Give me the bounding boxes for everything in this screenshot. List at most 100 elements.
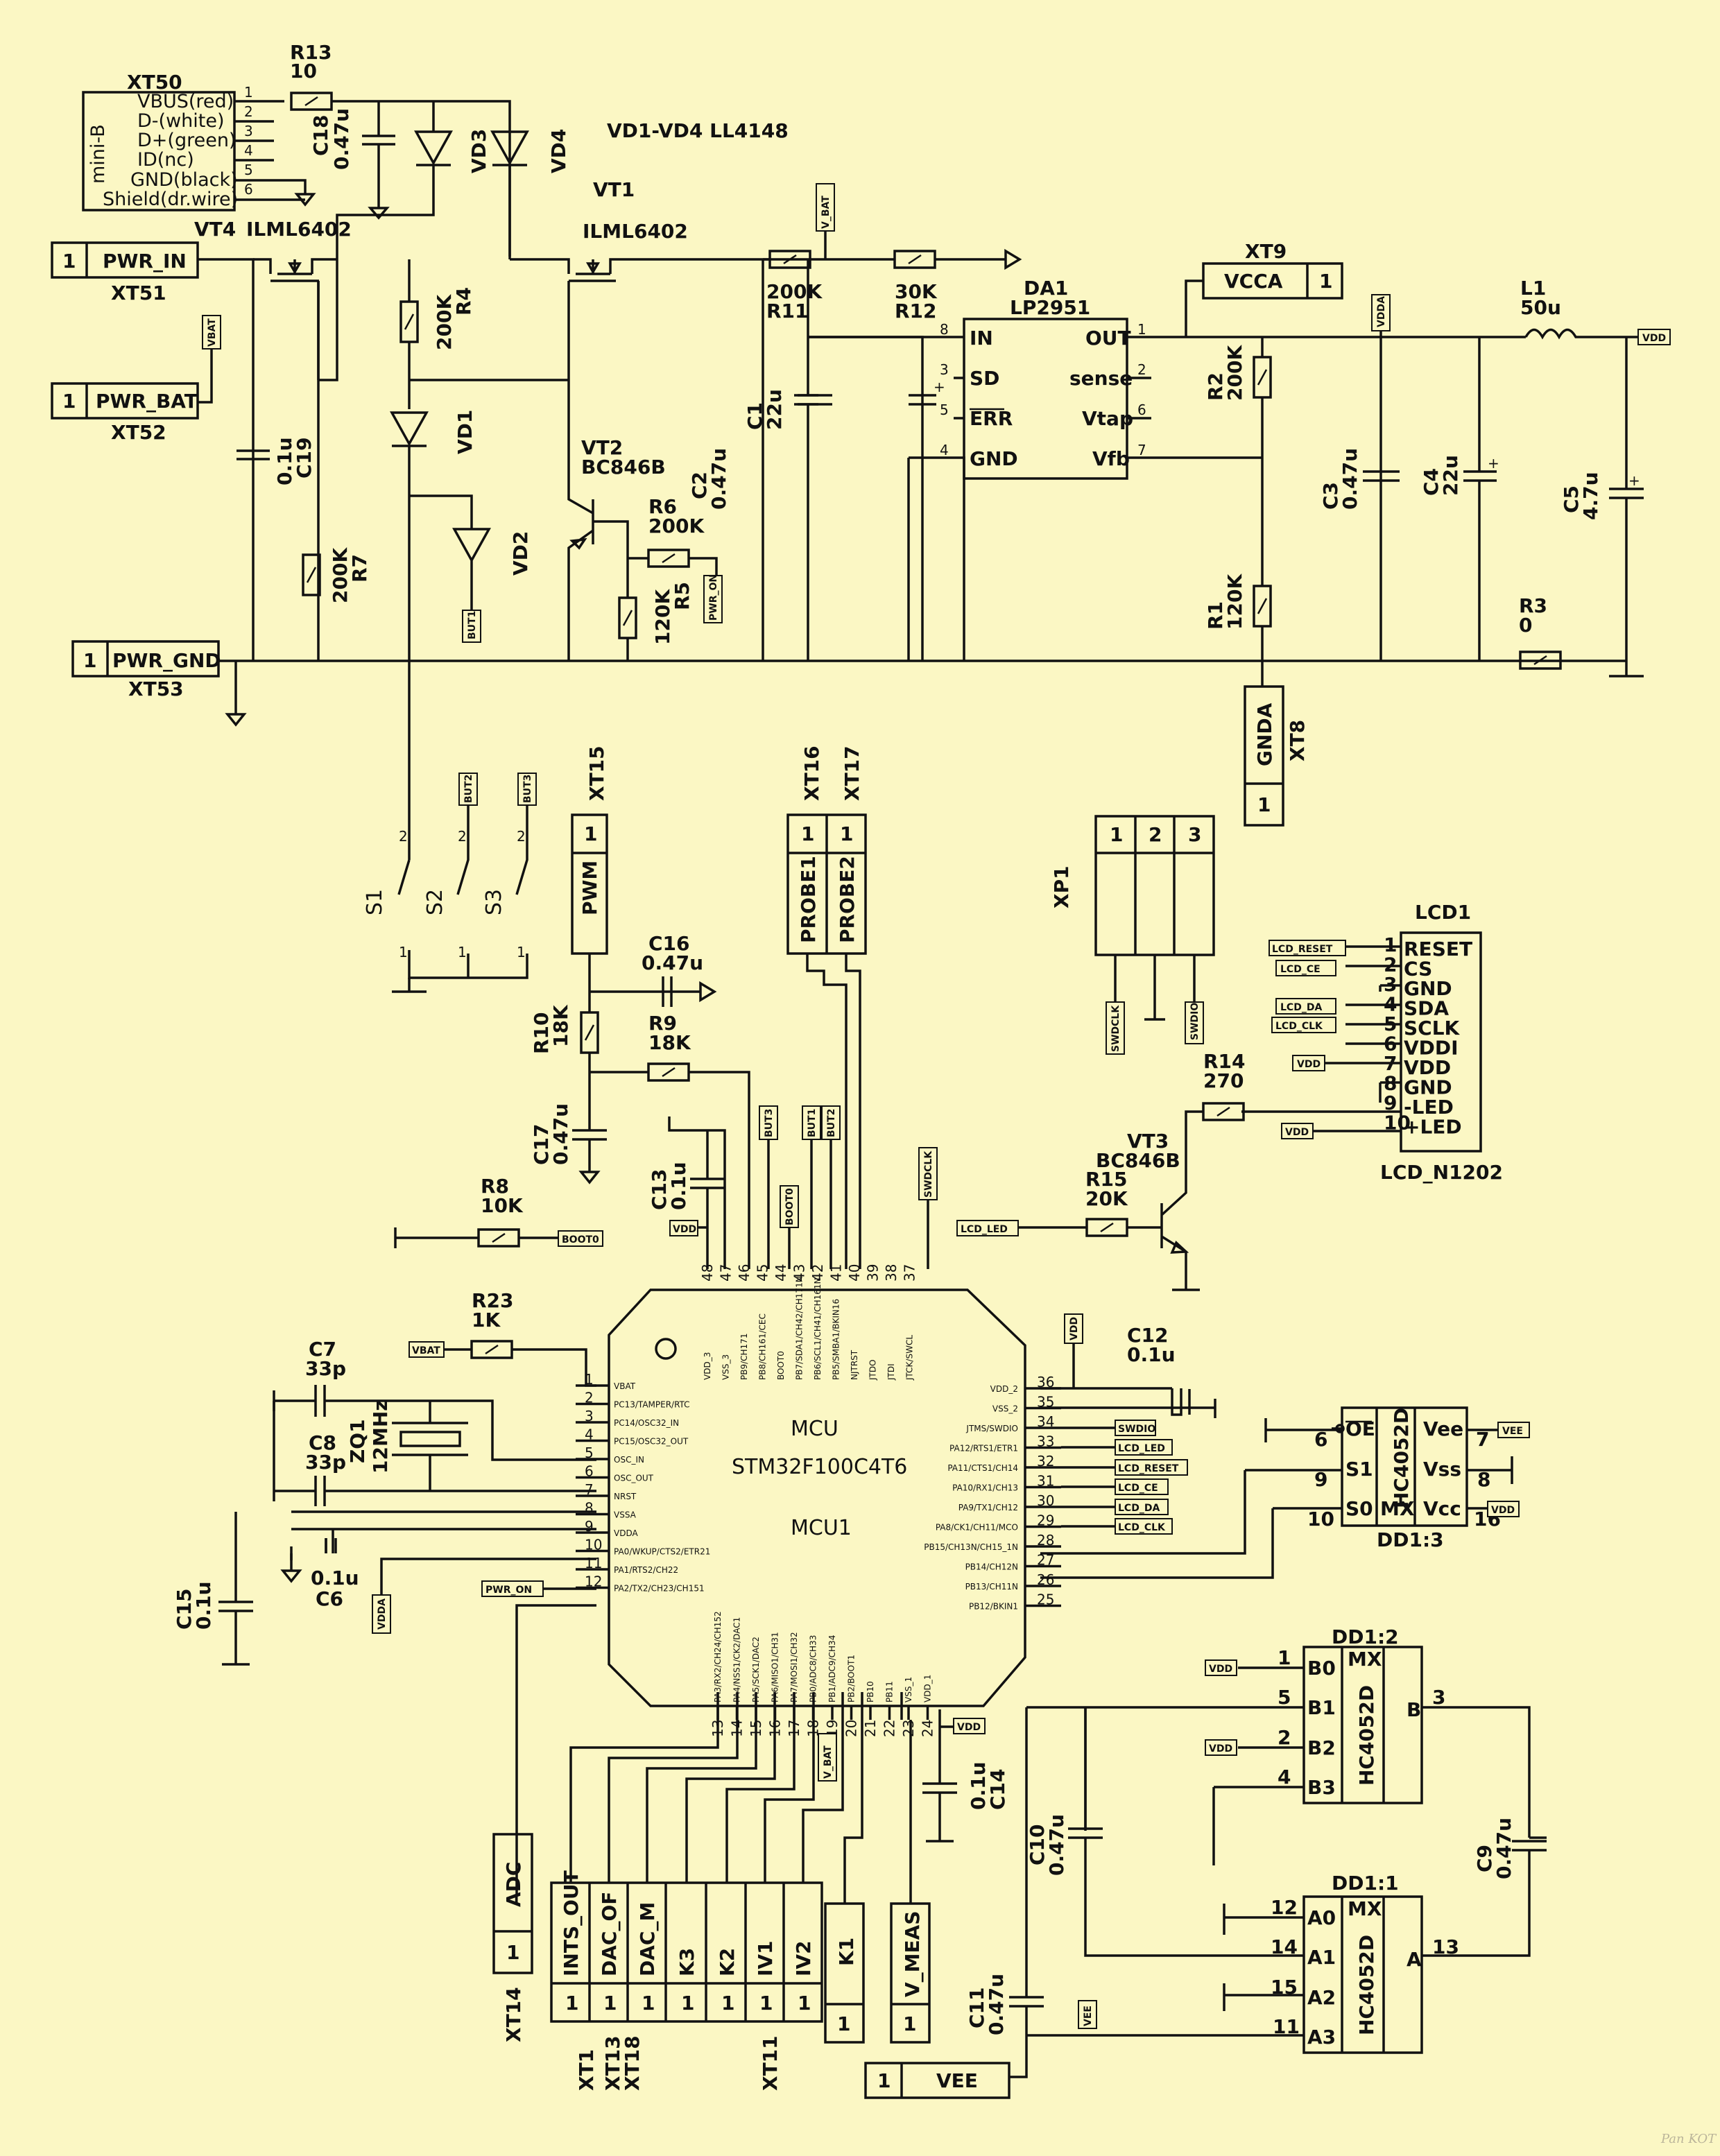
svg-text:R15: R15 (1085, 1168, 1128, 1191)
svg-text:VT2: VT2 (581, 436, 623, 459)
mcu-pin-name: VDD_3 (703, 1352, 712, 1380)
svg-text:XT16: XT16 (800, 745, 823, 801)
svg-text:C7: C7 (309, 1338, 336, 1361)
xt50-num4: 4 (244, 142, 253, 159)
connector-xt14: ADC 1 XT14 (492, 1833, 533, 2042)
svg-text:R14: R14 (1203, 1050, 1246, 1073)
bottom-conn-label: K2 (716, 1948, 739, 1976)
svg-text:LCD_DA: LCD_DA (1280, 1002, 1322, 1013)
svg-text:R5: R5 (671, 582, 694, 610)
svg-text:270: 270 (1203, 1069, 1244, 1092)
mcu-pin-num: 38 (883, 1264, 900, 1282)
diode-vd1: VD1 (390, 410, 476, 843)
mcu-pin-name: BOOT0 (776, 1351, 786, 1380)
svg-text:+: + (934, 379, 945, 395)
svg-text:Vcc: Vcc (1423, 1497, 1461, 1520)
svg-text:XT51: XT51 (111, 282, 166, 304)
mcu-pin-name: PC14/OSC32_IN (614, 1418, 679, 1428)
watermark: Pan KOT (1660, 2132, 1717, 2146)
svg-text:C13: C13 (648, 1168, 671, 1210)
mcu-pin-num: 41 (828, 1264, 845, 1282)
svg-text:VDDA: VDDA (377, 1598, 388, 1630)
mcu-pin-num: 24 (920, 1720, 936, 1737)
svg-text:0.1u: 0.1u (273, 437, 296, 485)
svg-text:R6: R6 (648, 495, 677, 518)
wire-pa2-adc (515, 1604, 596, 1897)
resistor-r10: R10 18K (530, 1004, 599, 1130)
svg-text:VDD: VDD (673, 1224, 696, 1235)
svg-text:1: 1 (877, 2069, 891, 2092)
svg-text:2: 2 (1137, 361, 1146, 378)
lcd-pin-name: -LED (1404, 1096, 1454, 1119)
svg-text:1: 1 (458, 944, 467, 960)
resistor-r12: 30K R12 (893, 248, 1022, 322)
capacitor-c16: C16 0.47u (642, 932, 703, 1007)
lcd-pin-name: RESET (1404, 938, 1472, 960)
mcu-pin-name: VDD_1 (923, 1675, 933, 1702)
svg-text:R23: R23 (472, 1289, 514, 1312)
mcu-pin-name: JTDO (868, 1359, 878, 1381)
svg-text:VD3: VD3 (467, 129, 490, 173)
svg-text:LCD_CE: LCD_CE (1280, 964, 1321, 975)
svg-text:2: 2 (1278, 1726, 1291, 1749)
svg-text:120K: 120K (1223, 574, 1246, 630)
svg-text:BUT1: BUT1 (467, 611, 478, 639)
svg-text:LP2951: LP2951 (1010, 296, 1090, 319)
svg-text:2: 2 (399, 828, 408, 845)
svg-text:VBAT: VBAT (412, 1345, 440, 1356)
lcd-pin-name: GND (1404, 1076, 1452, 1099)
svg-text:1: 1 (903, 2012, 916, 2035)
mcu-pin-name: VSS_2 (992, 1404, 1018, 1414)
bottom-conn-pin: 1 (798, 1992, 811, 2015)
resistor-r14: R14 270 (1185, 1050, 1246, 1179)
svg-text:R7: R7 (348, 554, 371, 583)
xt50-pin1: VBUS(red) (137, 91, 234, 112)
bottom-conn-pin: 1 (759, 1992, 773, 2015)
svg-text:50u: 50u (1520, 296, 1561, 319)
resistor-r8: R8 10K BOOT0 (394, 1175, 603, 1248)
svg-text:BUT2: BUT2 (826, 1109, 837, 1137)
svg-text:VEE: VEE (1502, 1426, 1523, 1437)
connector-xt51: 1 PWR_IN XT51 (51, 241, 255, 661)
svg-text:GNDA: GNDA (1253, 702, 1276, 766)
resistor-r6: R6 200K (628, 495, 718, 576)
resistor-r4: 200K R4 (399, 259, 475, 409)
svg-text:VT1: VT1 (593, 178, 635, 201)
svg-text:C6: C6 (316, 1587, 343, 1610)
diode-vd3: VD3 (318, 101, 490, 381)
svg-text:BC846B: BC846B (581, 456, 666, 478)
resistor-r11: 200K R11 (763, 250, 895, 322)
bottom-conn-label: IV2 (792, 1940, 815, 1976)
svg-text:L1: L1 (1520, 277, 1546, 300)
bottom-conn-label: INTS_OUT (560, 1870, 583, 1976)
svg-text:3: 3 (940, 361, 949, 378)
switch-group: 2 2 2 1 1 1 S1 S2 S3 BUT2 BUT3 (363, 773, 537, 993)
svg-text:6: 6 (1137, 402, 1146, 418)
mcu-pin-num: 46 (736, 1264, 752, 1282)
transistor-vt3: VT3 BC846B (1096, 1130, 1200, 1291)
svg-text:R2: R2 (1204, 372, 1227, 401)
xt50-ref: XT50 (127, 71, 182, 94)
svg-text:DA1: DA1 (1024, 277, 1068, 300)
svg-text:VEE: VEE (936, 2069, 978, 2092)
svg-text:18K: 18K (549, 1004, 572, 1047)
svg-text:BC846B: BC846B (1096, 1149, 1180, 1172)
svg-text:200K: 200K (1223, 345, 1246, 401)
svg-text:HC4052D: HC4052D (1390, 1408, 1413, 1508)
netlabel-vbat-1: VBAT (202, 315, 221, 350)
svg-text:1: 1 (62, 390, 76, 413)
lcd-pin-name: SDA (1404, 997, 1449, 1020)
xt50-num2: 2 (244, 103, 253, 120)
capacitor-c18: C18 0.47u (309, 101, 395, 220)
svg-text:Vtap: Vtap (1082, 407, 1133, 430)
svg-text:S1: S1 (1345, 1458, 1373, 1481)
svg-text:3: 3 (1432, 1686, 1445, 1709)
svg-text:C5: C5 (1560, 485, 1583, 513)
svg-text:1: 1 (506, 1941, 519, 1964)
capacitor-c17: C17 0.47u (530, 1103, 607, 1184)
xt50-num3: 3 (244, 123, 253, 139)
svg-text:33p: 33p (305, 1451, 346, 1474)
netlabel-lcd_da: LCD_DA (1118, 1503, 1160, 1514)
